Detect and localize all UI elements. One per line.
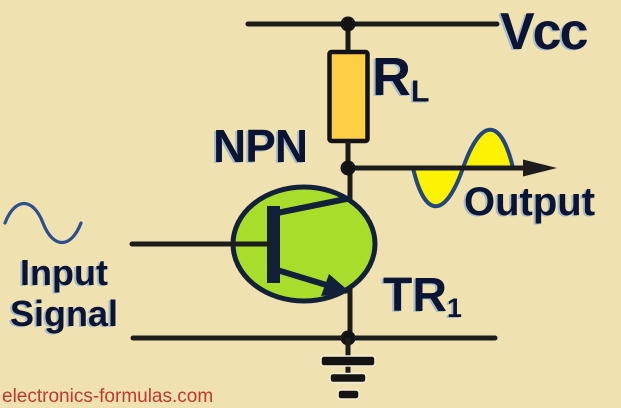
emitter-stroke — [276, 267, 334, 290]
ground-bar-3 — [337, 389, 360, 400]
resistor-label-sub: L — [411, 75, 430, 109]
input-sine-wave — [3, 202, 83, 244]
junction-dot-collector-output — [340, 160, 356, 176]
ground-bar-2 — [329, 372, 367, 384]
ground-symbol — [320, 338, 376, 400]
vcc-label: Vcc — [500, 3, 589, 61]
output-arrowhead — [523, 159, 557, 177]
watermark-text: electronics-formulas.com — [2, 386, 214, 407]
npn-label: NPN — [213, 120, 308, 172]
emitter-arrowhead — [321, 274, 351, 296]
ground-bar-1 — [320, 355, 376, 367]
resistor-label-main: R — [372, 47, 411, 107]
transistor-ref-label: TR1 — [383, 269, 462, 323]
transistor-base-bar — [267, 206, 280, 283]
load-resistor-body — [327, 49, 370, 144]
collector-stroke — [276, 195, 352, 216]
input-signal-label-line1: Input — [20, 252, 108, 293]
transistor-ref-label-sub: 1 — [446, 292, 462, 323]
junction-dot-vcc — [340, 16, 356, 32]
transistor-ref-label-main: TR — [383, 269, 447, 322]
input-signal-label-line2: Signal — [9, 293, 119, 334]
resistor-label: RL — [372, 47, 429, 107]
output-label: Output — [464, 180, 596, 224]
input-signal-label: Input Signal — [0, 252, 128, 334]
